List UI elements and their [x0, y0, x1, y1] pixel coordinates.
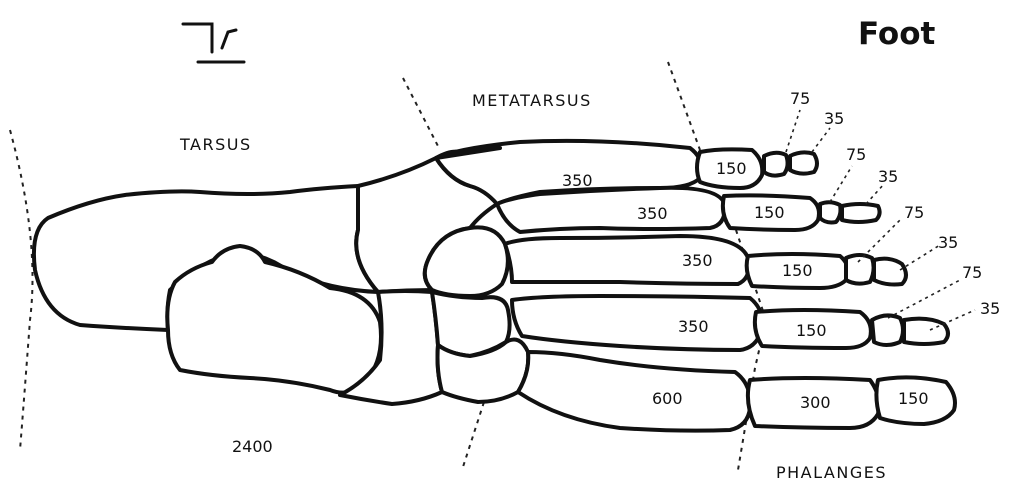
toe5-proximal-value: 150 — [716, 159, 747, 178]
metatarsal-1-value: 600 — [652, 389, 683, 408]
metatarsal-2-value: 350 — [678, 317, 709, 336]
hallux-distal-value: 150 — [898, 389, 929, 408]
metatarsal-4-value: 350 — [637, 204, 668, 223]
metatarsal-5-value: 350 — [562, 171, 593, 190]
toe2-distal-phalanx — [904, 319, 948, 344]
toe3-proximal-value: 150 — [782, 261, 813, 280]
hallux-proximal-value: 300 — [800, 393, 831, 412]
toe3-middle-value: 75 — [904, 203, 924, 222]
phalanges-label: PHALANGES — [776, 463, 887, 482]
leader-toe4-distal — [866, 184, 884, 204]
metatarsal-1-bone — [518, 352, 750, 431]
metatarsal-4-bone — [512, 296, 763, 350]
metatarsal-2-bone — [497, 188, 725, 232]
toe5-distal-phalanx — [790, 152, 817, 173]
toe2-distal-value: 35 — [980, 299, 1000, 318]
toe2-proximal-value: 150 — [796, 321, 827, 340]
toe4-distal-value: 35 — [878, 167, 898, 186]
leader-toe5-middle — [786, 110, 800, 152]
diagram-title: Foot — [858, 16, 936, 52]
scribble-mark — [183, 24, 244, 62]
toe3-middle-phalanx — [846, 255, 874, 284]
toe5-distal-value: 35 — [824, 109, 844, 128]
leader-toe3-distal — [900, 245, 940, 270]
leader-toe4-middle — [830, 166, 852, 202]
toe2-middle-phalanx — [872, 315, 903, 345]
toe4-proximal-value: 150 — [754, 203, 785, 222]
toe5-middle-phalanx — [764, 153, 788, 176]
leader-toe5-distal — [812, 128, 830, 152]
toe3-distal-phalanx — [874, 259, 906, 285]
toe4-middle-value: 75 — [846, 145, 866, 164]
toe2-middle-value: 75 — [962, 263, 982, 282]
tarsus-label: TARSUS — [179, 135, 252, 154]
metatarsal-3-value: 350 — [682, 251, 713, 270]
toe4-middle-phalanx — [820, 202, 841, 222]
metatarsus-label: METATARSUS — [472, 91, 592, 110]
toe3-distal-value: 35 — [938, 233, 958, 252]
toe5-middle-value: 75 — [790, 89, 810, 108]
leader-toe3-middle — [858, 220, 900, 262]
heel-boundary-line — [10, 130, 33, 450]
tarsus-value: 2400 — [232, 437, 273, 456]
toe4-distal-phalanx — [842, 204, 880, 222]
